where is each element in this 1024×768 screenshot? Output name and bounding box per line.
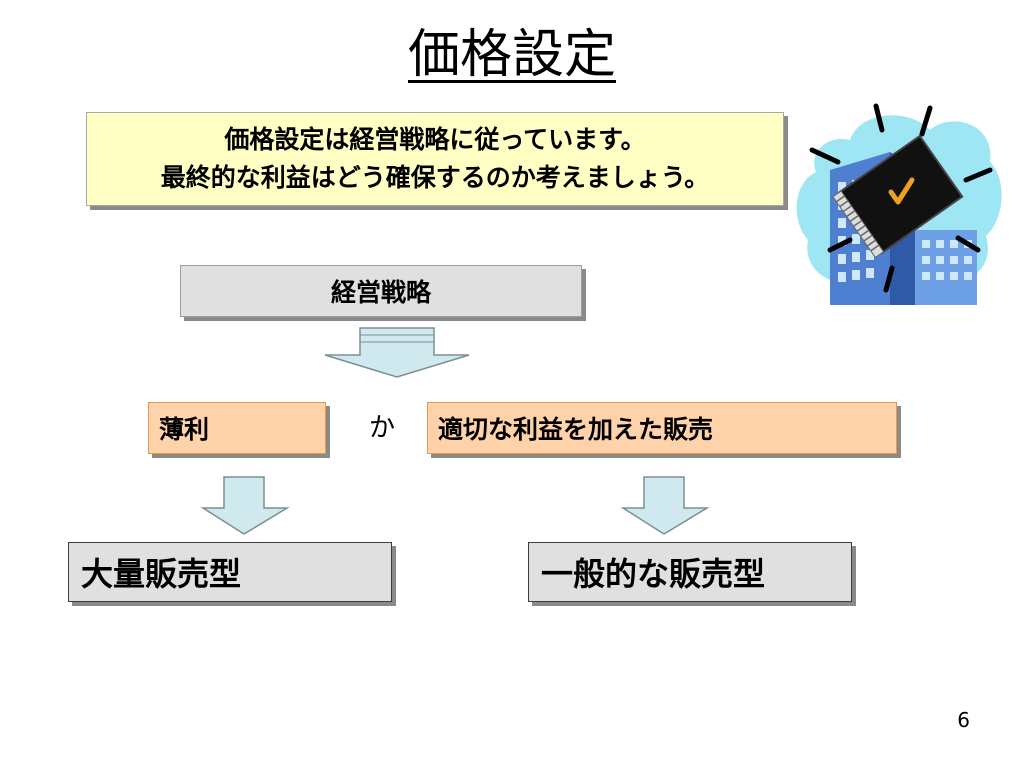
strategy-box: 経営戦略 — [180, 265, 582, 317]
down-arrow-icon — [620, 476, 710, 535]
check-icon — [888, 177, 915, 205]
general-sales-label: 一般的な販売型 — [541, 555, 766, 593]
general-sales-box: 一般的な販売型 — [528, 542, 852, 602]
mass-sales-label: 大量販売型 — [81, 555, 242, 593]
down-arrow-icon — [324, 327, 470, 378]
emphasis-lines — [809, 103, 993, 293]
note-line-1: 価格設定は経営戦略に従っています。 — [224, 125, 646, 154]
down-arrow-icon — [200, 476, 290, 535]
thin-profit-option: 薄利 — [148, 402, 326, 454]
proper-profit-option: 適切な利益を加えた販売 — [427, 402, 897, 454]
building-notebook-check-icon — [796, 103, 1002, 305]
instruction-note: 価格設定は経営戦略に従っています。 最終的な利益はどう確保するのか考えましょう。 — [86, 112, 784, 206]
proper-profit-label: 適切な利益を加えた販売 — [438, 415, 714, 444]
slide-title: 価格設定 — [0, 20, 1024, 90]
or-connector: か — [368, 413, 395, 443]
slide-title-text: 価格設定 — [407, 25, 616, 85]
page-number: 6 — [957, 708, 970, 732]
mass-sales-box: 大量販売型 — [68, 542, 392, 602]
strategy-label: 経営戦略 — [330, 278, 431, 307]
note-line-2: 最終的な利益はどう確保するのか考えましょう。 — [160, 163, 710, 192]
thin-profit-label: 薄利 — [159, 415, 210, 444]
